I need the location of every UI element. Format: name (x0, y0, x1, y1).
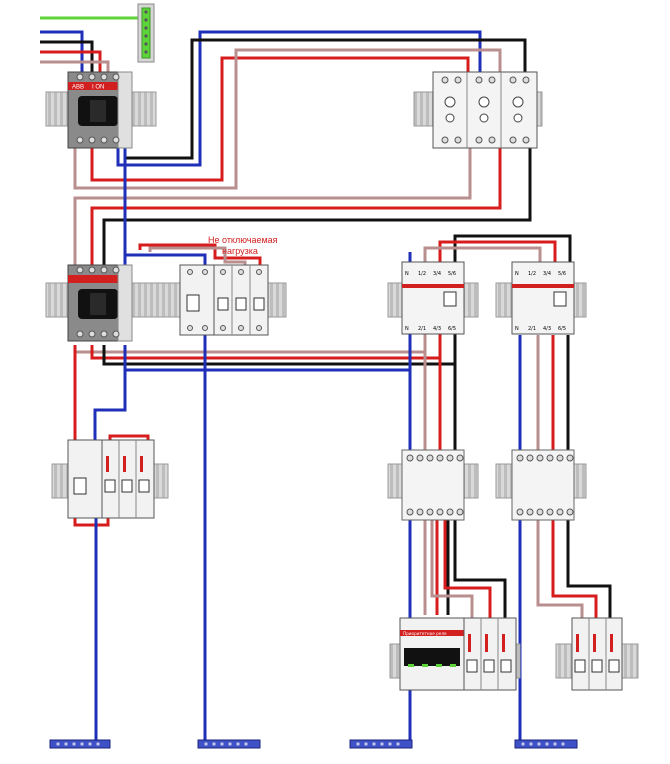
r1-65: 6/5 (448, 326, 456, 332)
left-rcbo-neutral-feed (93, 370, 127, 440)
feed-r1-red (438, 240, 557, 262)
changeover-module-2[interactable]: N 1/2 3/4 5/6 N 2/1 4/3 6/5 (511, 261, 575, 335)
terminal-block-2 (511, 449, 575, 521)
r1-34: 3/4 (433, 271, 441, 277)
priority-relay-group[interactable]: Приоритетное реле (399, 617, 517, 691)
tb2-pink (536, 520, 584, 618)
mid-neutral-to-load (125, 253, 207, 268)
supply-l1 (40, 40, 94, 72)
tb1-to-breaker-pink (430, 520, 474, 618)
wires (40, 16, 612, 740)
feed-r1-pink (423, 246, 542, 262)
annotation-line-1: Не отключаемая (208, 235, 278, 245)
neutral-bus-1 (49, 739, 111, 749)
r2-21: 2/1 (528, 326, 536, 332)
right-breaker-group[interactable] (571, 617, 623, 691)
r2-65: 6/5 (558, 326, 566, 332)
annotation-line-2: нагрузка (222, 246, 258, 256)
left-rcd-group[interactable] (67, 439, 155, 519)
r1-56: 5/6 (448, 271, 456, 277)
r1-n-top: N (405, 271, 409, 277)
brand-label: ABB (72, 85, 84, 91)
supply-l2 (40, 50, 102, 72)
supply-neutral (40, 30, 84, 72)
left-rcbo-out (73, 518, 110, 527)
r1-21: 2/1 (418, 326, 426, 332)
r1-12: 1/2 (418, 271, 426, 277)
r2-34: 3/4 (543, 271, 551, 277)
tb2-red (551, 520, 598, 618)
r2-56: 5/6 (558, 271, 566, 277)
earth-busbar (137, 3, 155, 63)
tr-out-black (102, 148, 532, 270)
neutral-busbars (49, 739, 578, 749)
tb1-to-breaker-black (453, 520, 507, 618)
top-out-pink (73, 48, 502, 190)
terminal-block-1 (401, 449, 465, 521)
r2-n-bot: N (515, 326, 519, 332)
tr-out-red (90, 148, 502, 270)
mid-pink-to-load (148, 246, 247, 268)
supply-l3 (40, 60, 110, 72)
main-switch-top[interactable]: ABB I ON (67, 71, 133, 149)
r1-43: 4/3 (433, 326, 441, 332)
tb1-to-breaker-red (443, 520, 492, 618)
tr-out-pink (73, 148, 472, 270)
changeover-module-1[interactable]: N 1/2 3/4 5/6 N 2/1 4/3 6/5 (401, 261, 465, 335)
on-label: I ON (92, 85, 104, 91)
main-switch-middle[interactable] (67, 264, 133, 342)
tb2-black (566, 520, 612, 618)
r1-n-bot: N (405, 326, 409, 332)
r2-n-top: N (515, 271, 519, 277)
uninterruptible-load-group[interactable] (179, 264, 269, 336)
r2-43: 4/3 (543, 326, 551, 332)
r2-12: 1/2 (528, 271, 536, 277)
mid-red-to-load (138, 243, 262, 268)
top-out-red (90, 56, 470, 182)
priority-relay-label: Приоритетное реле (403, 631, 447, 636)
top-right-relay-block[interactable] (432, 71, 538, 149)
